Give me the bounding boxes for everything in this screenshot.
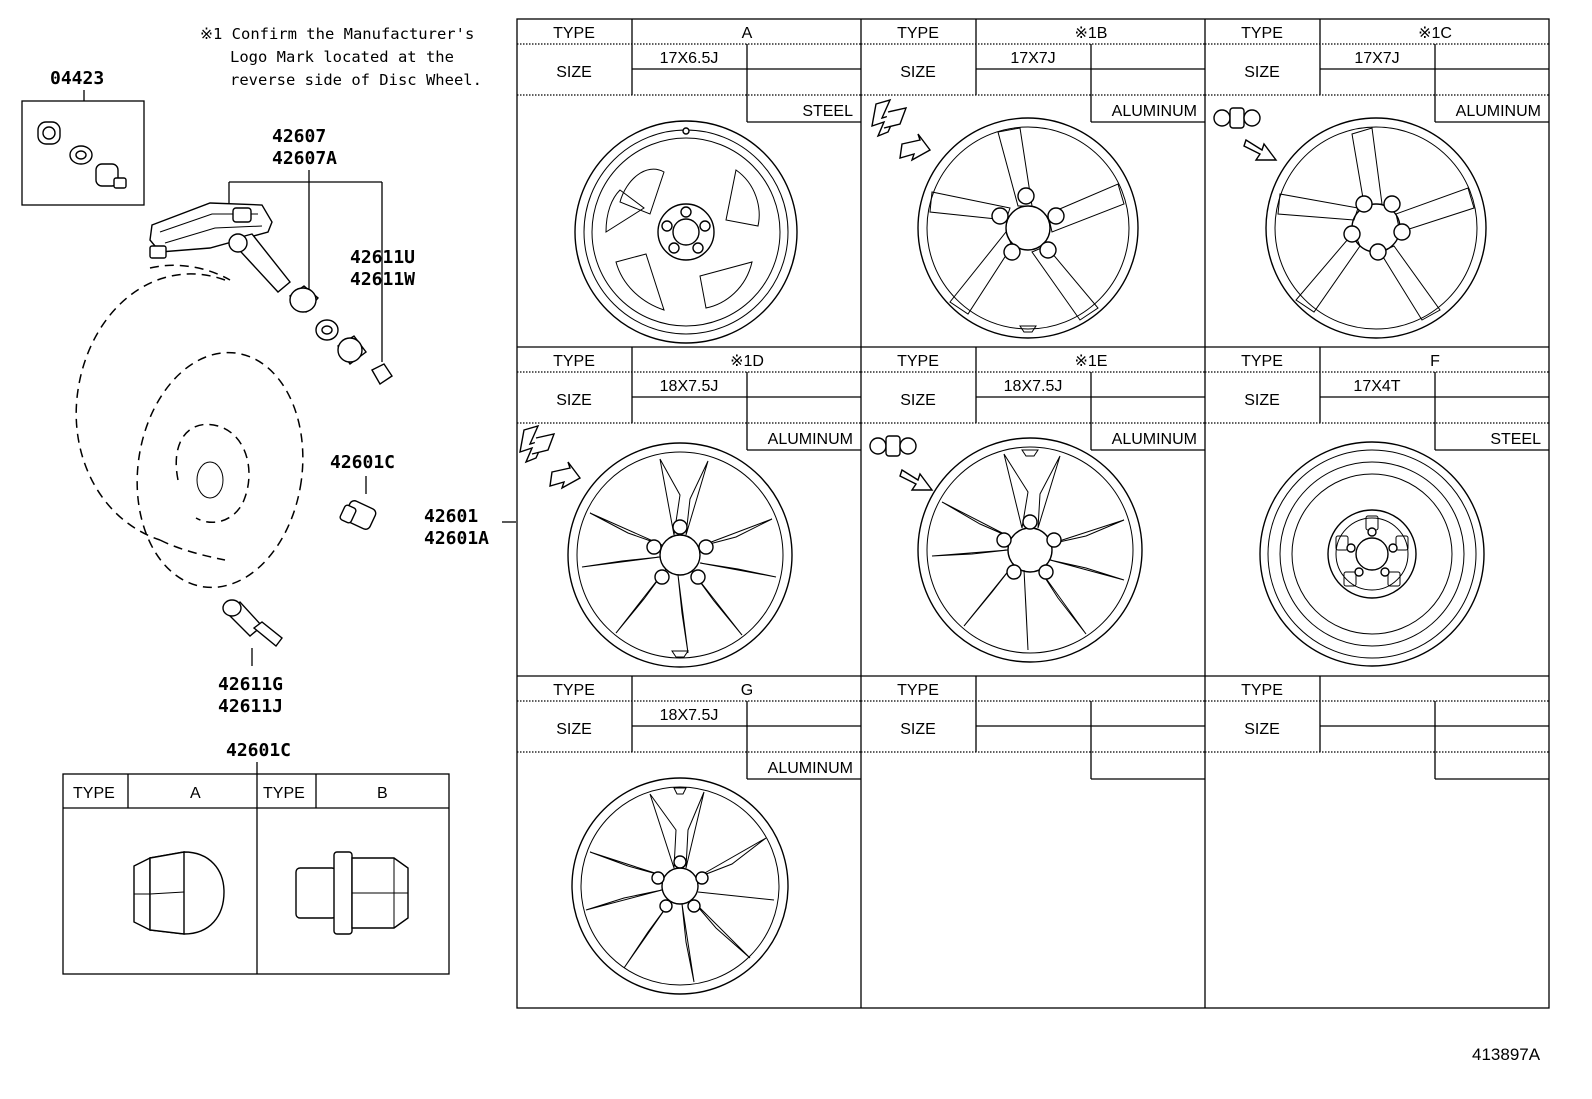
part-number-04423: 04423: [50, 68, 104, 89]
flange-nut-icon: [295, 851, 409, 935]
part-number-42611j: 42611J: [218, 696, 283, 717]
wheel-cell-3-material: ALUMINUM: [1456, 103, 1541, 120]
wheel-cell-9-size-label: SIZE: [1244, 721, 1280, 738]
valve-stem-icon: [222, 599, 283, 648]
logo-mark-b-icon: [871, 98, 932, 162]
valve-cap-icon: [337, 335, 367, 366]
wheel-cell-4-size: 18X7.5J: [660, 378, 719, 395]
wheel-cell-2-type: ※1B: [1075, 25, 1108, 42]
wheel-c-drawing: [1265, 117, 1487, 339]
part-number-42611u: 42611U: [350, 247, 415, 268]
wheel-g-drawing: [571, 777, 789, 995]
note-line-1: ※1 Confirm the Manufacturer's: [200, 25, 474, 43]
part-box-04423: [21, 100, 145, 206]
wheel-cell-4-type: ※1D: [730, 353, 764, 370]
wheel-cell-1-size: 17X6.5J: [660, 50, 719, 67]
note-line-3: reverse side of Disc Wheel.: [230, 71, 482, 89]
wheel-cell-5-size-label: SIZE: [900, 392, 936, 409]
wheel-a-drawing: [574, 120, 798, 344]
part-number-42601c-top: 42601C: [330, 452, 395, 473]
part-number-42607: 42607: [272, 126, 326, 147]
wheel-cell-2-size: 17X7J: [1010, 50, 1055, 67]
wheel-cell-7-type: G: [741, 682, 753, 699]
part-number-42611g: 42611G: [218, 674, 283, 695]
wheel-cell-8-size-label: SIZE: [900, 721, 936, 738]
part-number-42611w: 42611W: [350, 269, 415, 290]
wheel-b-drawing: [917, 117, 1139, 339]
wheel-cell-4-type-label: TYPE: [553, 353, 595, 370]
wheel-cell-8-type-label: TYPE: [897, 682, 939, 699]
wheel-cell-1-type: A: [742, 25, 753, 42]
wheel-cell-5-type: ※1E: [1075, 353, 1108, 370]
nut-table-type-label-b: TYPE: [263, 785, 305, 802]
part-number-42601a: 42601A: [424, 528, 489, 549]
valve-nut-icon: [288, 285, 319, 314]
part-number-42601: 42601: [424, 506, 478, 527]
wheel-cell-4-material: ALUMINUM: [768, 431, 853, 448]
logo-mark-c-icon: [1213, 107, 1278, 161]
nut-type-table: TYPE A TYPE B: [62, 773, 450, 975]
nut-table-type-label-a: TYPE: [73, 785, 115, 802]
valve-kit-icon: [37, 121, 127, 189]
valve-grommet-icon: [315, 319, 339, 341]
wheel-cell-7-material: ALUMINUM: [768, 760, 853, 777]
logo-mark-e-icon: [869, 435, 934, 491]
wheel-cell-1-material: STEEL: [802, 103, 853, 120]
logo-mark-d-icon: [519, 424, 582, 490]
nut-table-col-b: B: [377, 785, 388, 802]
wheel-cell-7-size: 18X7.5J: [660, 707, 719, 724]
wheel-cell-2-type-label: TYPE: [897, 25, 939, 42]
wheel-cell-5-material: ALUMINUM: [1112, 431, 1197, 448]
wheel-cell-5-type-label: TYPE: [897, 353, 939, 370]
wheel-cell-3-size: 17X7J: [1354, 50, 1399, 67]
wheel-f-drawing: [1259, 441, 1485, 667]
wheel-cell-2-material: ALUMINUM: [1112, 103, 1197, 120]
wheel-cell-6-material: STEEL: [1490, 431, 1541, 448]
wheel-cell-9-type-label: TYPE: [1241, 682, 1283, 699]
wheel-cell-4-size-label: SIZE: [556, 392, 592, 409]
valve-core-icon: [371, 363, 393, 385]
tpms-sensor-icon: [149, 202, 291, 293]
wheel-cell-6-size: 17X4T: [1353, 378, 1400, 395]
figure-id: 413897A: [1472, 1045, 1541, 1064]
wheel-cell-5-size: 18X7.5J: [1004, 378, 1063, 395]
wheel-cell-3-size-label: SIZE: [1244, 64, 1280, 81]
wheel-cell-7-type-label: TYPE: [553, 682, 595, 699]
wheel-cell-6-type-label: TYPE: [1241, 353, 1283, 370]
wheel-cell-3-type-label: TYPE: [1241, 25, 1283, 42]
wheel-e-drawing: [917, 437, 1143, 663]
nut-table-col-a: A: [190, 785, 201, 802]
wheel-cell-2-size-label: SIZE: [900, 64, 936, 81]
wheel-cell-7-size-label: SIZE: [556, 721, 592, 738]
wheel-cell-6-size-label: SIZE: [1244, 392, 1280, 409]
wheel-cell-3-type: ※1C: [1418, 25, 1452, 42]
acorn-nut-icon: [133, 851, 225, 935]
note-line-2: Logo Mark located at the: [230, 48, 454, 66]
tire-icon: [75, 264, 304, 589]
part-number-42601c-bottom: 42601C: [226, 740, 291, 761]
wheel-d-drawing: [567, 442, 793, 668]
wheel-cell-6-type: F: [1430, 353, 1440, 370]
wheel-type-table: [516, 18, 1550, 1009]
lug-nut-icon: [339, 500, 377, 530]
part-number-42607a: 42607A: [272, 148, 337, 169]
wheel-cell-1-type-label: TYPE: [553, 25, 595, 42]
wheel-cell-1-size-label: SIZE: [556, 64, 592, 81]
